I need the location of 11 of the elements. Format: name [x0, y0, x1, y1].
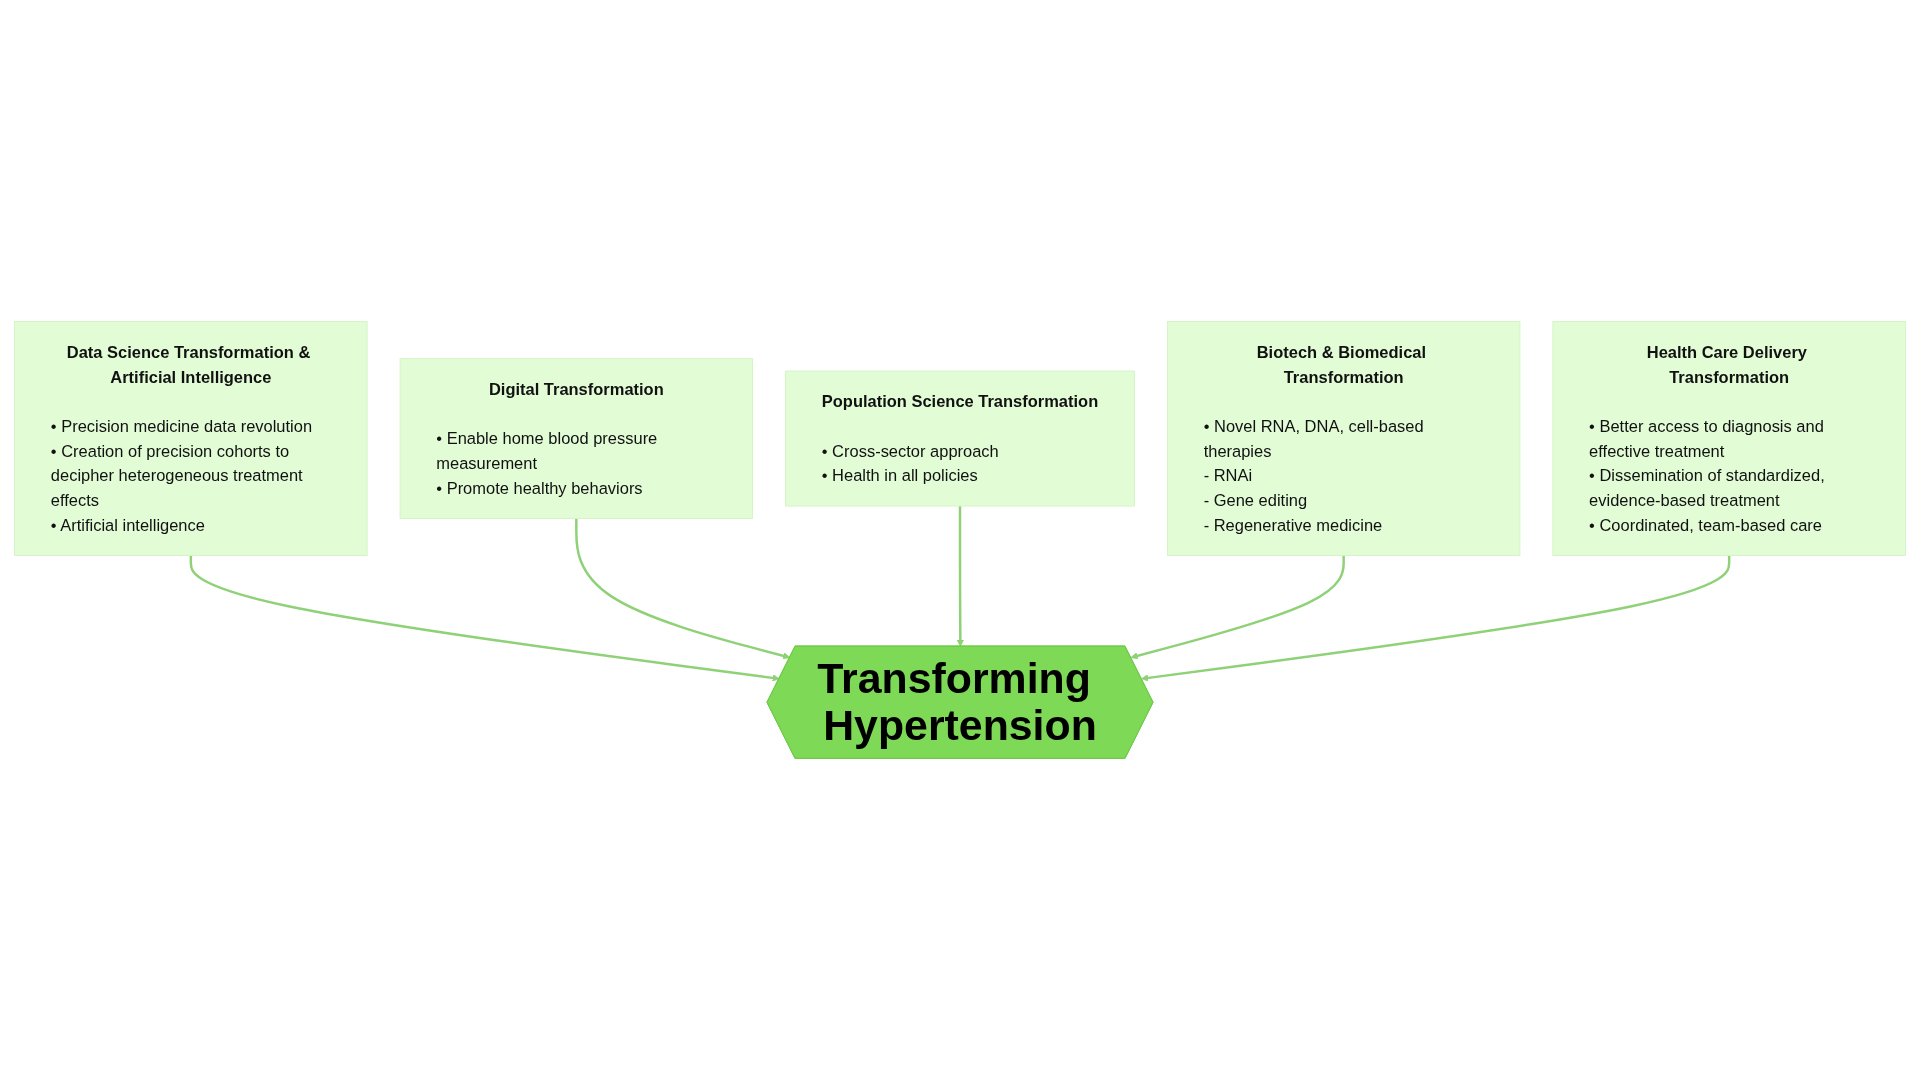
arrow	[1141, 555, 1731, 682]
arrow	[575, 518, 791, 660]
arrow	[1130, 555, 1345, 660]
callout-box: Health Care Delivery Transformation • Better access to diagnosis and effective treatment • Dissemination of standardized, evidence-based treatment • Coordinated, team-based care	[1552, 321, 1906, 556]
hexagon-node: Transforming Hypertension	[766, 645, 1154, 759]
arrow	[956, 506, 964, 647]
arrow	[189, 555, 780, 682]
callout-box: Population Science Transformation • Cross-sector approach • Health in all policies	[785, 370, 1135, 507]
callout-box: Digital Transformation • Enable home blood pressure measurement • Promote healthy behaviors	[399, 358, 753, 519]
callout-box: Data Science Transformation & Artificial Intelligence • Precision medicine data revolution • Creation of precision cohorts to decipher heterogeneous treatment effects • Artificial intelligence	[14, 321, 368, 556]
callout-box: Biotech & Biomedical Transformation • Novel RNA, DNA, cell-based therapies - RNAi - Gene editing - Regenerative medicine	[1167, 321, 1521, 556]
